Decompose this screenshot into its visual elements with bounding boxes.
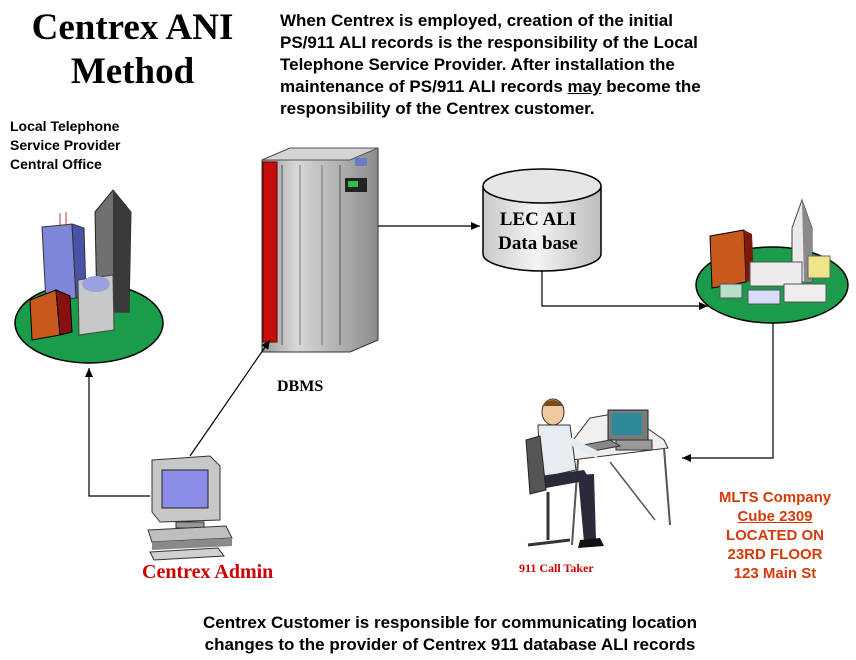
label-line: 123 Main St: [733, 565, 817, 582]
footer-line: Centrex Customer is responsible for comm…: [202, 613, 698, 632]
label-line: MLTS Company: [718, 489, 832, 506]
label-line: Data base: [498, 233, 578, 254]
dbms-label: DBMS: [277, 378, 324, 395]
central-office-label: Local Telephone Service Provider Central…: [10, 117, 170, 174]
arrow-admin-to-central-office: [85, 368, 150, 497]
intro-line: responsibility of the Centrex customer.: [280, 99, 595, 118]
intro-line: Telephone Service Provider. After instal…: [280, 55, 675, 74]
label-line: 23RD FLOOR: [727, 546, 823, 563]
admin-computer-icon: [147, 455, 233, 561]
footer-note: Centrex Customer is responsible for comm…: [100, 612, 800, 656]
central-office-city-icon: [14, 189, 164, 364]
arrow-database-to-psap: [541, 270, 708, 310]
intro-text: become the: [601, 77, 701, 96]
lec-ali-database-icon: [482, 168, 602, 272]
arrow-admin-to-dbms: [189, 339, 271, 457]
dbms-server-icon: [261, 147, 379, 353]
label-line: Central Office: [10, 156, 102, 172]
intro-text: maintenance of PS/911 ALI records: [280, 77, 568, 96]
footer-line: changes to the provider of Centrex 911 d…: [204, 635, 696, 654]
intro-line: PS/911 ALI records is the responsibility…: [280, 33, 698, 52]
arrow-psap-to-call-taker: [682, 323, 774, 462]
label-line: Service Provider: [10, 137, 121, 153]
intro-line: When Centrex is employed, creation of th…: [280, 11, 673, 30]
intro-line: maintenance of PS/911 ALI records may be…: [280, 76, 840, 98]
label-line: LOCATED ON: [725, 527, 825, 544]
database-label: LEC ALI Data base: [478, 208, 598, 256]
mlts-location-label: MLTS Company Cube 2309 LOCATED ON 23RD F…: [700, 488, 850, 583]
page-title: Centrex ANI Method: [20, 6, 245, 94]
title-line: Centrex ANI: [31, 7, 234, 48]
connectors: [85, 222, 774, 497]
intro-paragraph: When Centrex is employed, creation of th…: [280, 10, 840, 120]
title-line: Method: [70, 51, 195, 92]
psap-city-icon: [695, 198, 849, 324]
intro-emphasis: may: [567, 77, 602, 96]
label-line: LEC ALI: [499, 209, 577, 230]
label-line: Cube 2309: [737, 508, 813, 525]
call-taker-label: 911 Call Taker: [519, 561, 594, 575]
call-taker-workstation-icon: [525, 398, 671, 548]
label-line: Local Telephone: [10, 118, 120, 134]
centrex-admin-label: Centrex Admin: [142, 561, 274, 583]
